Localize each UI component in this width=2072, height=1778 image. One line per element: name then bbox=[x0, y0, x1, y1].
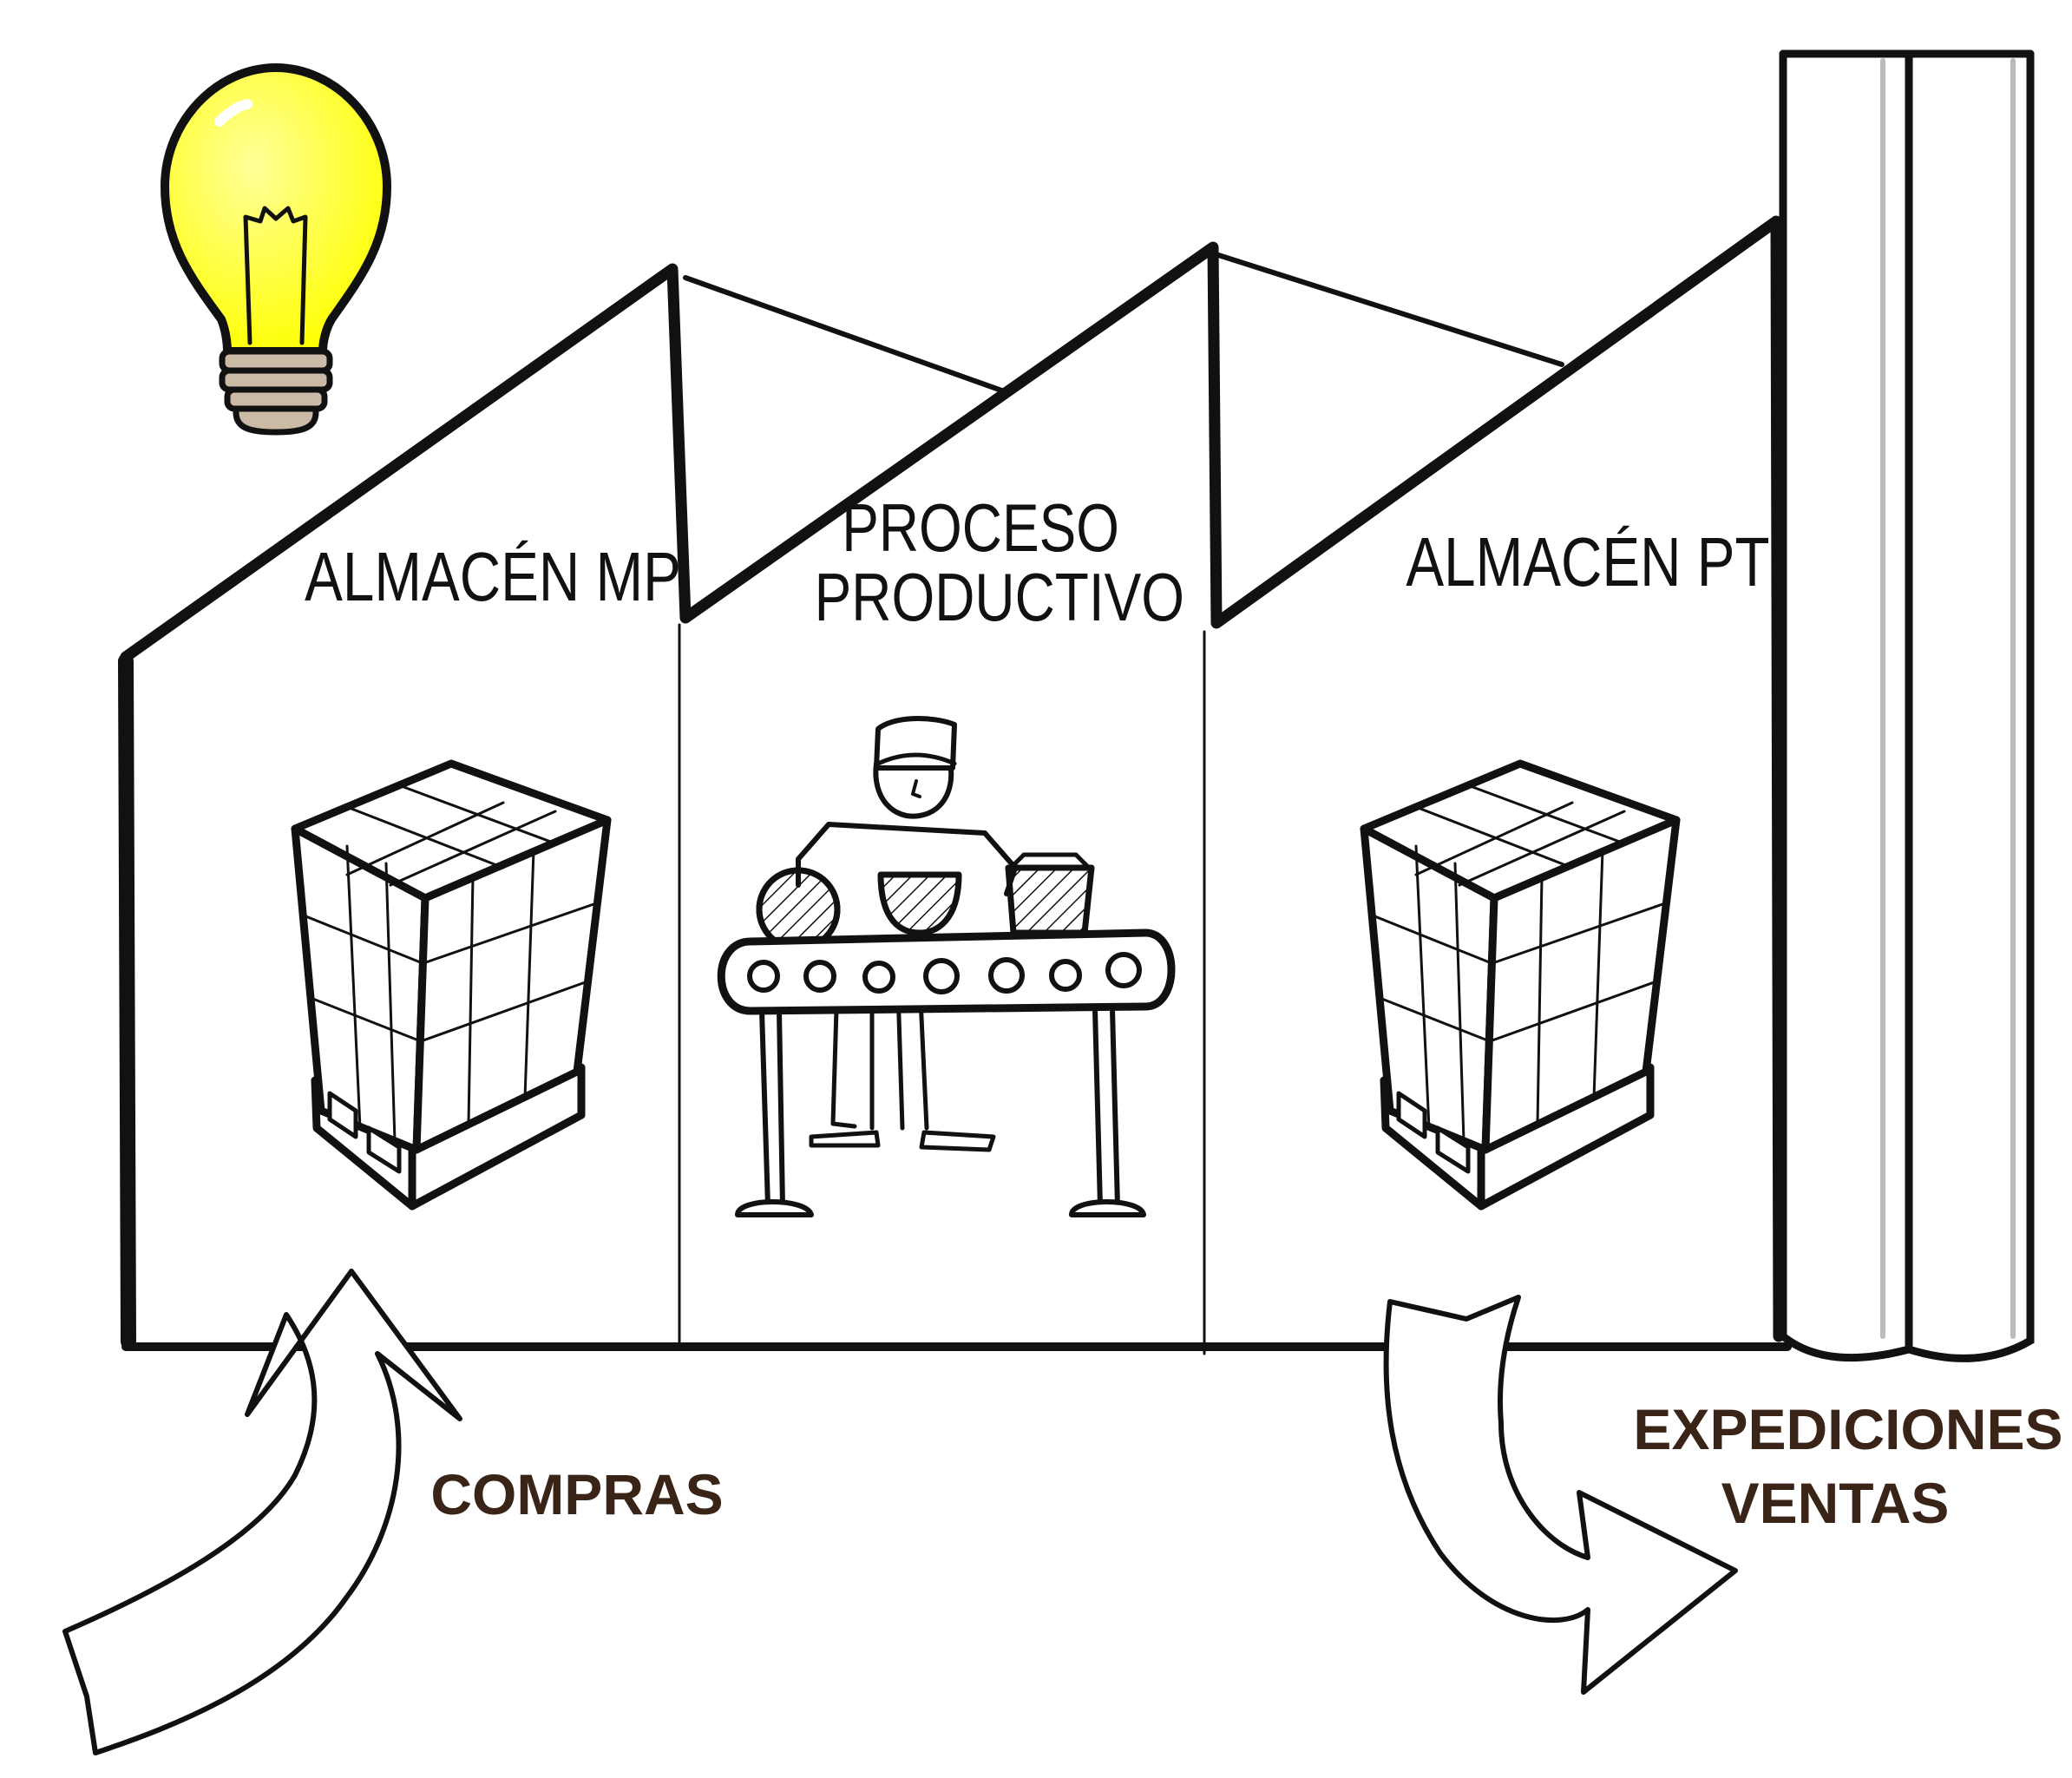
compras-arrow-icon bbox=[62, 1269, 462, 1755]
roof-back-1 bbox=[683, 275, 1009, 395]
flow-label-compras: COMPRAS bbox=[430, 1462, 723, 1526]
factory-roof bbox=[120, 215, 1785, 1342]
section-label-proceso-line1: PROCESO bbox=[842, 490, 1119, 566]
flow-label-expediciones: EXPEDICIONES bbox=[1633, 1397, 2062, 1461]
factory-left-wall bbox=[118, 653, 136, 1349]
chimney-icon bbox=[1779, 49, 2035, 1362]
light-bulb-icon bbox=[161, 63, 391, 436]
conveyor-belt-icon bbox=[717, 852, 1176, 1217]
roof-back-2 bbox=[1210, 251, 1564, 367]
pallet-stack-icon bbox=[291, 759, 612, 1210]
section-label-almacen-pt: ALMACÉN PT bbox=[1406, 523, 1769, 601]
section-label-almacen-mp: ALMACÉN MP bbox=[305, 538, 681, 616]
pallet-stack-icon bbox=[1360, 759, 1681, 1210]
expediciones-arrow-icon bbox=[1383, 1295, 1738, 1695]
flow-label-ventas: VENTAS bbox=[1721, 1471, 1950, 1535]
section-label-proceso-line2: PRODUCTIVO bbox=[815, 560, 1184, 635]
